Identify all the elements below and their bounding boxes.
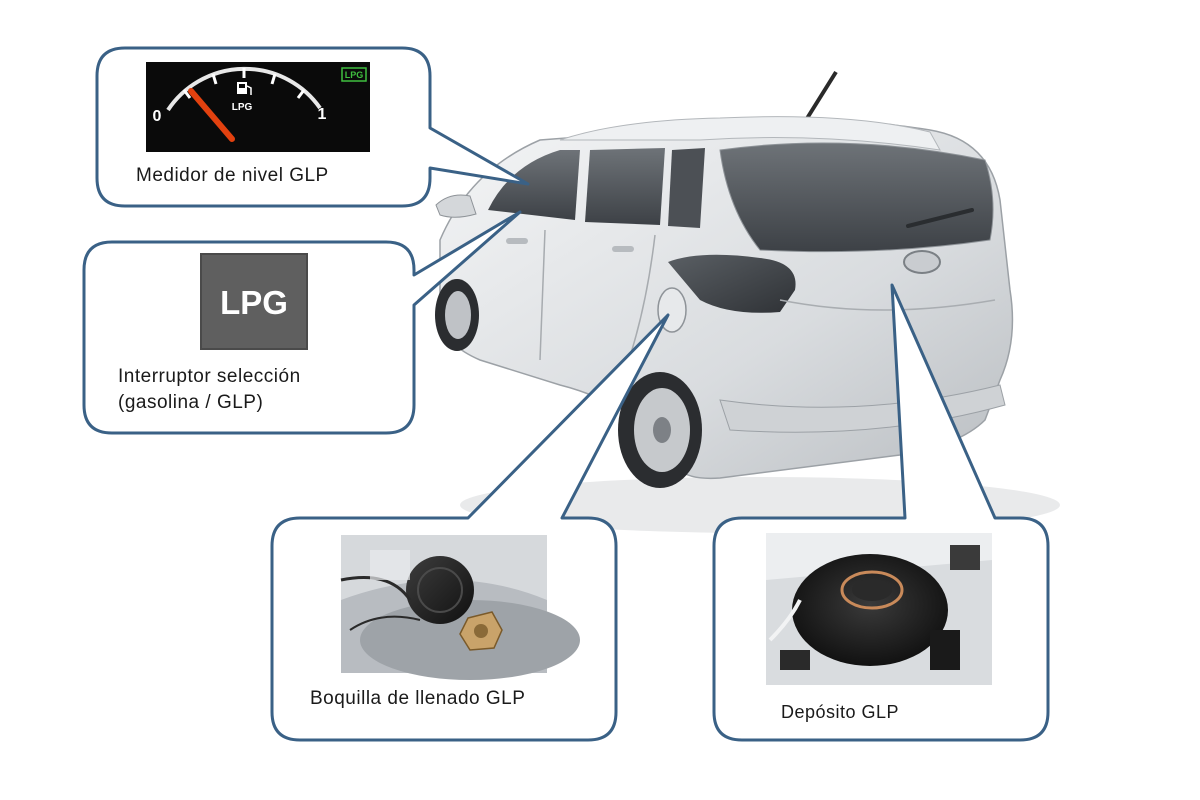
gauge-tick — [182, 89, 192, 99]
gauge-panel — [146, 62, 370, 152]
door-handle-rear — [612, 246, 634, 252]
front-wheel — [435, 279, 479, 351]
tank-caption: Depósito GLP — [781, 702, 900, 722]
rear-wheel — [618, 372, 702, 488]
lpg-badge-frame — [341, 67, 367, 82]
side-window-front — [488, 150, 580, 220]
gauge-tick — [270, 73, 277, 85]
side-mirror — [435, 194, 477, 218]
hatch-line — [779, 299, 996, 311]
door-handle-front — [506, 238, 528, 244]
fuel-pump-icon — [237, 82, 252, 95]
lpg-selector-switch: LPG — [200, 253, 308, 350]
gauge-scale-min: 0 — [153, 108, 162, 125]
gauge-tick — [211, 73, 218, 85]
brand-logo — [903, 250, 941, 274]
nozzle-caption: Boquilla de llenado GLP — [310, 688, 526, 709]
gauge-caption: Medidor de nivel GLP — [136, 165, 329, 186]
switch-button — [201, 254, 307, 349]
gauge-scale-max: 1 — [318, 106, 327, 123]
side-window-rear — [585, 148, 665, 225]
lpg-tank — [792, 554, 948, 666]
switch-caption: Interruptor selección (gasolina / GLP) — [118, 366, 301, 413]
tail-lamp — [668, 254, 796, 313]
lpg-indicator-badge: LPG — [345, 70, 364, 80]
tank-valve-ring — [840, 570, 904, 610]
antenna — [804, 70, 838, 122]
car-roof — [559, 116, 941, 151]
door-line — [539, 229, 546, 361]
gauge-needle — [188, 88, 235, 142]
gauge-tick — [296, 89, 306, 99]
fuel-cap — [406, 556, 474, 624]
side-window-quarter — [668, 148, 705, 228]
rear-windshield — [719, 142, 994, 253]
rear-wiper — [906, 208, 974, 228]
gauge-lpg-text: LPG — [232, 102, 253, 113]
lpg-level-gauge: LPG 0 1 LPG — [146, 62, 370, 152]
tank-fitting — [930, 630, 960, 670]
switch-button-label: LPG — [220, 284, 288, 321]
filler-nozzle-photo — [340, 535, 580, 680]
lpg-tank-photo — [766, 533, 992, 685]
